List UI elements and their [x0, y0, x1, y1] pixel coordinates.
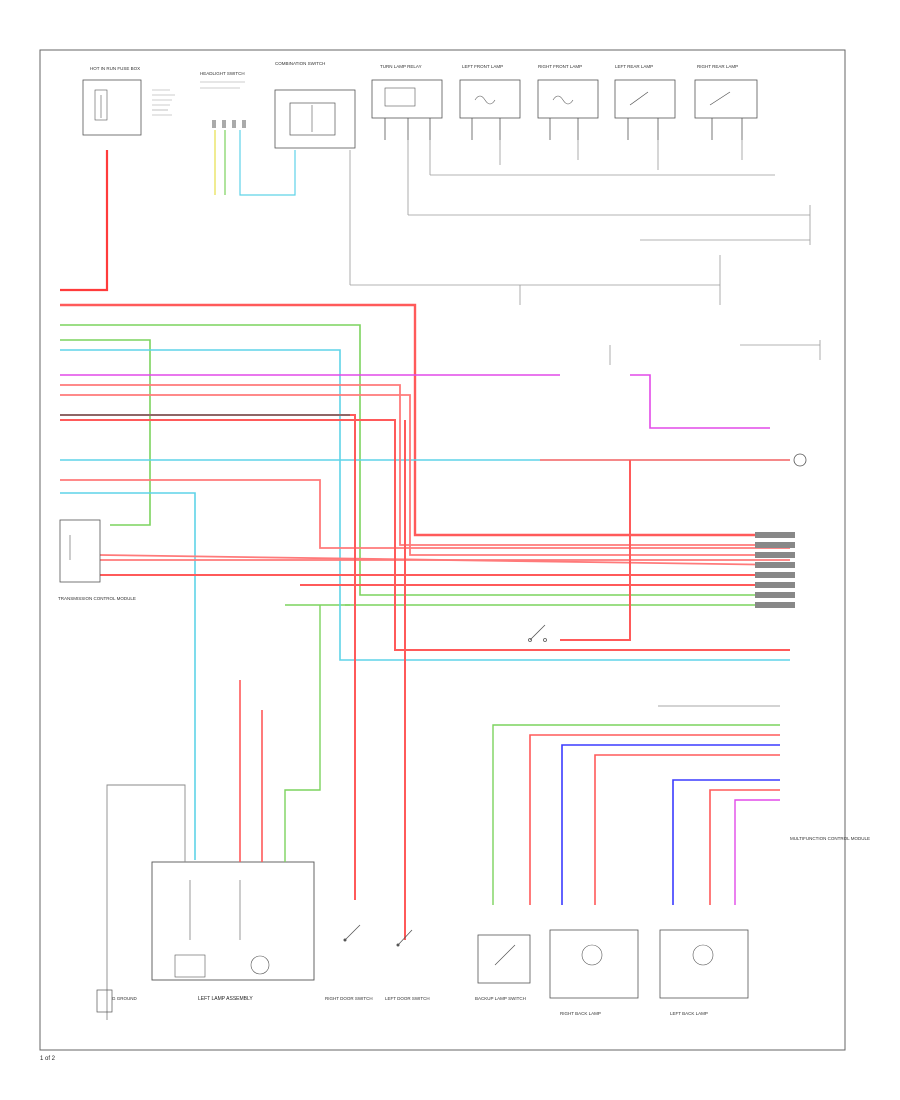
- multifunction-module: MULTIFUNCTION CONTROL MODULE: [790, 836, 870, 841]
- door-switch-contact: [528, 624, 547, 642]
- right-front-lamp-label: RIGHT FRONT LAMP: [538, 64, 582, 69]
- combination-switch: COMBINATION SWITCH: [274, 61, 356, 149]
- backup-lamp-switch-label: BACKUP LAMP SWITCH: [475, 996, 526, 1001]
- left-door-switch: LEFT DOOR SWITCH: [385, 929, 430, 1001]
- right-rear-lamp-label: RIGHT REAR LAMP: [697, 64, 738, 69]
- right-rear-lamp: RIGHT REAR LAMP: [694, 64, 758, 119]
- transmission-module-label: TRANSMISSION CONTROL MODULE: [58, 596, 136, 601]
- right-front-lamp: RIGHT FRONT LAMP: [537, 64, 599, 119]
- left-rear-lamp-label: LEFT REAR LAMP: [615, 64, 653, 69]
- left-front-lamp-label: LEFT FRONT LAMP: [462, 64, 503, 69]
- left-rear-lamp: LEFT REAR LAMP: [614, 64, 676, 119]
- hot-fuse-box: HOT IN RUN FUSE BOX: [82, 66, 175, 136]
- left-door-switch-label: LEFT DOOR SWITCH: [385, 996, 430, 1001]
- diagram-border: [39, 49, 846, 1051]
- headlight-switch-label: HEADLIGHT SWITCH: [200, 71, 245, 76]
- g-ground: G GROUND: [96, 989, 138, 1013]
- left-front-lamp: LEFT FRONT LAMP: [459, 64, 521, 119]
- right-back-lamp-label: RIGHT BACK LAMP: [560, 1011, 601, 1016]
- headlight-switch: HEADLIGHT SWITCH: [200, 71, 246, 128]
- transmission-module: TRANSMISSION CONTROL MODULE: [58, 519, 136, 601]
- left-lamp-assembly-label: LEFT LAMP ASSEMBLY: [198, 996, 253, 1002]
- right-door-switch: RIGHT DOOR SWITCH: [325, 924, 373, 1001]
- right-door-switch-label: RIGHT DOOR SWITCH: [325, 996, 373, 1001]
- hot-fuse-box-label: HOT IN RUN FUSE BOX: [90, 66, 140, 71]
- right-back-lamp: RIGHT BACK LAMP: [549, 929, 639, 1016]
- page-number: 1 of 2: [40, 1056, 56, 1062]
- combination-switch-label: COMBINATION SWITCH: [275, 61, 325, 66]
- left-back-lamp-label: LEFT BACK LAMP: [670, 1011, 708, 1016]
- turn-lamp-relay-label: TURN LAMP RELAY: [380, 64, 422, 69]
- multifunction-module-label: MULTIFUNCTION CONTROL MODULE: [790, 836, 870, 841]
- turn-lamp-relay: TURN LAMP RELAY: [371, 64, 443, 119]
- g-ground-label: G GROUND: [112, 996, 138, 1001]
- left-lamp-assembly: LEFT LAMP ASSEMBLY: [151, 861, 315, 1002]
- backup-lamp-switch: BACKUP LAMP SWITCH: [475, 934, 531, 1001]
- left-back-lamp: LEFT BACK LAMP: [659, 929, 749, 1016]
